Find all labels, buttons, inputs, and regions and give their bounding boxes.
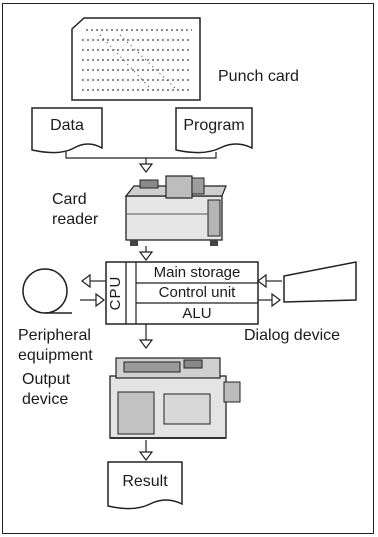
- cpu-block: [105, 261, 259, 325]
- data-document-icon: [31, 107, 103, 154]
- program-label: Program: [183, 117, 245, 134]
- result-label: Result: [122, 473, 168, 490]
- card-reader-label-line2: reader: [52, 211, 99, 228]
- cpu-label: CPU: [107, 275, 124, 311]
- output-device-label-line2: device: [22, 391, 69, 408]
- peripheral-label-line1: Peripheral: [18, 327, 91, 344]
- card-reader-label-line1: Card: [52, 191, 87, 208]
- arrow-down-to-result: [138, 451, 154, 461]
- data-label: Data: [50, 117, 84, 134]
- arrow-down-to-cpu: [138, 251, 154, 261]
- alu-label: ALU: [182, 305, 212, 322]
- punch-card-label: Punch card: [218, 68, 299, 85]
- diagram-frame: [2, 3, 374, 534]
- tape-reel-icon: [22, 268, 72, 314]
- output-device-label-line1: Output: [22, 371, 71, 388]
- dialog-arrows: [257, 273, 282, 308]
- dialog-device-icon: [283, 261, 357, 303]
- control-unit-label: Control unit: [158, 284, 236, 301]
- program-document-icon: [175, 107, 253, 154]
- result-document-icon: [107, 461, 183, 510]
- documents-connector: [65, 152, 217, 164]
- printer-icon: [109, 357, 241, 439]
- peripheral-label-line2: equipment: [18, 347, 93, 364]
- arrow-down-to-printer: [138, 339, 154, 349]
- card-reader-icon: [124, 175, 227, 246]
- punch-card-icon: [71, 17, 201, 101]
- arrow-down-to-reader: [138, 163, 154, 173]
- peripheral-arrows: [80, 273, 106, 308]
- main-storage-label: Main storage: [153, 264, 241, 281]
- dialog-device-label: Dialog device: [244, 327, 341, 344]
